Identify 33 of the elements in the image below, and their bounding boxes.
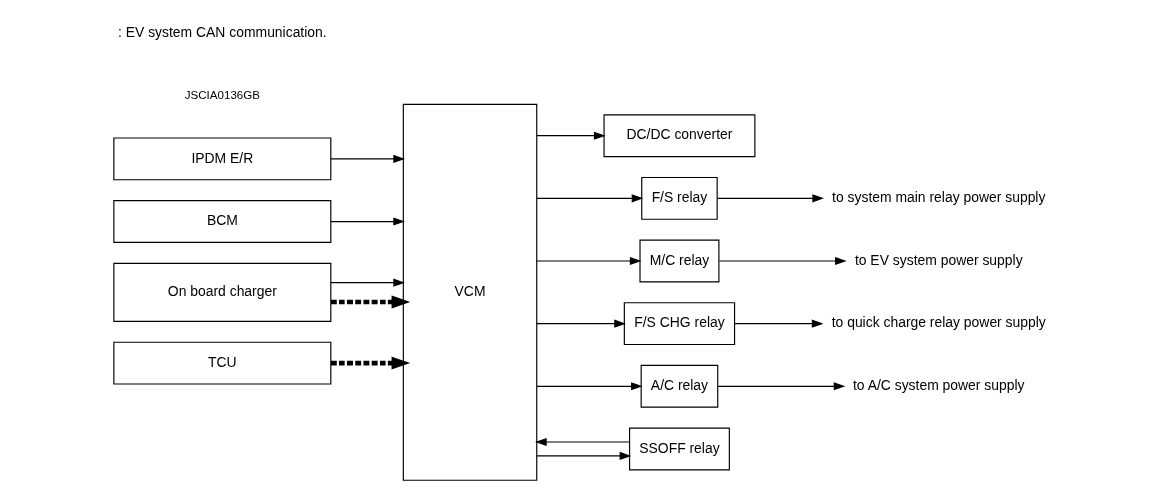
legend-label: : EV system CAN communication. bbox=[117, 24, 327, 41]
arrow bbox=[329, 154, 405, 163]
node-text: to EV system power supply bbox=[854, 251, 1023, 268]
node-box: A/C relay bbox=[640, 364, 718, 408]
node-text: to quick charge relay power supply bbox=[831, 314, 1046, 331]
arrow bbox=[535, 382, 643, 391]
node-text: to system main relay power supply bbox=[831, 188, 1045, 205]
node-box: VCM bbox=[402, 103, 537, 481]
arrow bbox=[330, 356, 410, 370]
arrow bbox=[535, 194, 643, 203]
arrow bbox=[535, 256, 641, 266]
node-box: On board charger bbox=[112, 262, 331, 322]
node-box: DC/DC converter bbox=[602, 114, 755, 158]
node-box: IPDM E/R bbox=[112, 137, 331, 181]
arrow bbox=[733, 319, 823, 328]
node-box: BCM bbox=[112, 200, 331, 243]
arrow bbox=[329, 278, 405, 287]
arrow bbox=[716, 194, 824, 203]
arrow bbox=[535, 319, 626, 328]
arrow bbox=[718, 256, 847, 266]
node-box: M/C relay bbox=[638, 239, 719, 283]
arrow bbox=[329, 217, 405, 226]
arrow bbox=[535, 451, 631, 460]
node-text: to A/C system power supply bbox=[852, 376, 1025, 393]
arrow bbox=[330, 295, 410, 309]
label: JSCIA0136GB bbox=[184, 88, 260, 102]
node-box: TCU bbox=[112, 341, 331, 385]
node-box: SSOFF relay bbox=[628, 427, 730, 471]
node-box: F/S CHG relay bbox=[623, 302, 735, 346]
arrow bbox=[535, 131, 606, 140]
arrow bbox=[717, 382, 845, 391]
node-box: F/S relay bbox=[640, 176, 718, 220]
arrow bbox=[534, 437, 630, 447]
